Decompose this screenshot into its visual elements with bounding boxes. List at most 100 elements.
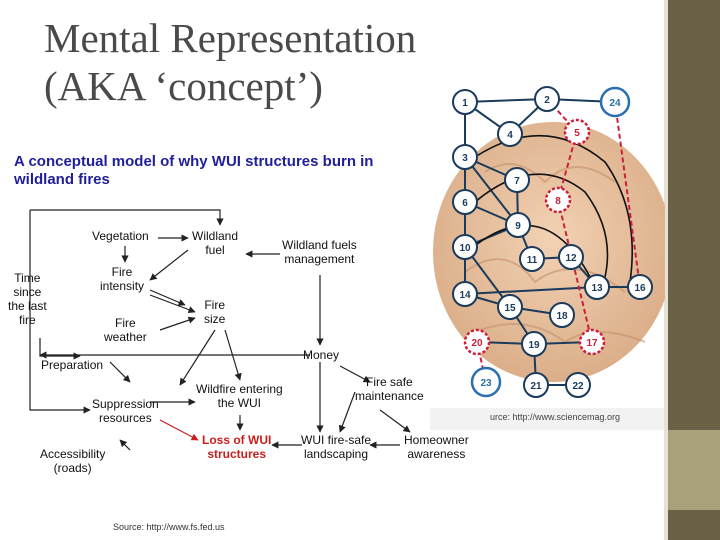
node-preparation-label: Preparation — [41, 358, 104, 372]
brain-node-11 — [519, 246, 545, 272]
node-fire-size-line2: size — [204, 312, 226, 326]
node-accessibility-roads: Accessibility (roads) — [40, 447, 105, 475]
brain-node-1 — [452, 89, 478, 115]
concept-model-arrows — [29, 209, 411, 451]
node-preparation: Preparation — [41, 358, 103, 372]
node-loss-of-wui-structures: Loss of WUI structures — [202, 433, 271, 461]
brain-node-label: 16 — [634, 283, 646, 294]
brain-node-label: 19 — [528, 340, 540, 351]
node-fire-intensity: Fire intensity — [100, 265, 144, 293]
node-time-line1: Time — [14, 271, 41, 285]
brain-node-12 — [558, 244, 584, 270]
brain-node-4 — [497, 121, 523, 147]
node-fire-intensity-line1: Fire — [111, 265, 133, 279]
node-fire-weather: Fire weather — [104, 316, 147, 344]
brain-edge — [464, 98, 548, 103]
brain-node-19 — [521, 331, 547, 357]
brain-node-label: 21 — [530, 381, 542, 392]
node-suppression-line2: resources — [99, 411, 152, 425]
brain-node-label: 14 — [459, 290, 471, 301]
concept-model-title-line2: wildland fires — [14, 171, 110, 188]
brain-node-14 — [452, 281, 478, 307]
brain-source-caption: urce: http://www.sciencemag.org — [490, 412, 621, 422]
node-time-line3: the last — [8, 299, 47, 313]
brain-node-label: 9 — [515, 221, 521, 232]
node-fire-size: Fire size — [204, 298, 225, 326]
slide-title: Mental Representation (AKA ‘concept’) — [44, 14, 474, 110]
node-loss-line1: Loss of WUI — [202, 433, 272, 447]
brain-node-21 — [523, 372, 549, 398]
node-wildfire-entering-line2: the WUI — [217, 396, 262, 410]
node-vegetation: Vegetation — [92, 229, 149, 243]
node-fuels-management: Wildland fuels management — [282, 238, 357, 266]
slide-title-line2: (AKA ‘concept’) — [44, 63, 323, 109]
concept-model-source-caption: Source: http://www.fs.fed.us — [113, 522, 225, 532]
brain-node-label: 17 — [586, 338, 598, 349]
brain-node-label: 24 — [609, 98, 621, 109]
node-fuels-management-line1: Wildland fuels — [282, 238, 357, 252]
concept-model-title-line1: A conceptual model of why WUI structures… — [14, 153, 374, 170]
node-fire-weather-line2: weather — [104, 330, 147, 344]
node-wildland-fuel-line2: fuel — [205, 243, 225, 257]
brain-node-6 — [452, 189, 478, 215]
brain-node-2 — [534, 86, 560, 112]
node-fire-safe-line2: maintenance — [355, 389, 424, 403]
node-fire-safe-maintenance: Fire safe maintenance — [355, 375, 424, 403]
slide-title-line1: Mental Representation — [44, 15, 417, 61]
node-time-since-fire: Time since the last fire — [8, 271, 47, 327]
node-accessibility-line2: (roads) — [53, 461, 92, 475]
node-suppression-resources: Suppression resources — [92, 397, 159, 425]
brain-node-label: 20 — [471, 338, 483, 349]
brain-node-8 — [544, 186, 572, 214]
node-fire-safe-line1: Fire safe — [366, 375, 413, 389]
brain-node-23 — [470, 366, 502, 398]
node-money: Money — [303, 348, 339, 362]
brain-node-label: 4 — [507, 130, 513, 141]
node-suppression-line1: Suppression — [92, 397, 159, 411]
node-time-line4: fire — [19, 313, 36, 327]
node-wildfire-entering: Wildfire entering the WUI — [196, 382, 283, 410]
node-landscaping-line1: WUI fire-safe — [301, 433, 372, 447]
brain-node-24 — [599, 86, 631, 118]
brain-image — [433, 122, 673, 382]
brain-node-label: 6 — [462, 198, 468, 209]
node-homeowner-line1: Homeowner — [404, 433, 469, 447]
node-homeowner-line2: awareness — [407, 447, 466, 461]
brain-node-label: 18 — [556, 311, 568, 322]
brain-node-label: 2 — [544, 95, 550, 106]
brain-node-label: 11 — [527, 255, 538, 266]
brain-node-17 — [578, 328, 606, 356]
node-homeowner-awareness: Homeowner awareness — [404, 433, 469, 461]
node-fire-size-line1: Fire — [204, 298, 225, 312]
brain-node-5 — [563, 118, 591, 146]
brain-node-label: 1 — [462, 98, 468, 109]
node-time-line2: since — [13, 285, 42, 299]
brain-caption-bar — [430, 408, 664, 430]
brain-node-label: 8 — [555, 196, 561, 207]
brain-node-3 — [452, 144, 478, 170]
brain-node-22 — [565, 372, 591, 398]
brain-edge — [464, 286, 598, 295]
brain-node-label: 13 — [591, 283, 603, 294]
node-wildland-fuel: Wildland fuel — [192, 229, 238, 257]
node-vegetation-label: Vegetation — [92, 229, 149, 243]
brain-node-label: 22 — [572, 381, 584, 392]
brain-node-10 — [452, 234, 478, 260]
node-fuels-management-line2: management — [284, 252, 355, 266]
brain-node-label: 12 — [565, 253, 577, 264]
brain-node-9 — [505, 212, 531, 238]
brain-node-15 — [497, 294, 523, 320]
brain-node-13 — [584, 274, 610, 300]
brain-node-label: 23 — [480, 378, 492, 389]
node-fire-weather-line1: Fire — [115, 316, 136, 330]
node-wui-landscaping: WUI fire-safe landscaping — [301, 433, 371, 461]
sidebar-decoration-accent — [668, 430, 720, 510]
brain-edge-dashed — [614, 101, 641, 288]
node-loss-line2: structures — [207, 447, 266, 461]
node-landscaping-line2: landscaping — [303, 447, 369, 461]
brain-node-label: 7 — [514, 176, 520, 187]
brain-edge-dashed — [557, 199, 593, 343]
